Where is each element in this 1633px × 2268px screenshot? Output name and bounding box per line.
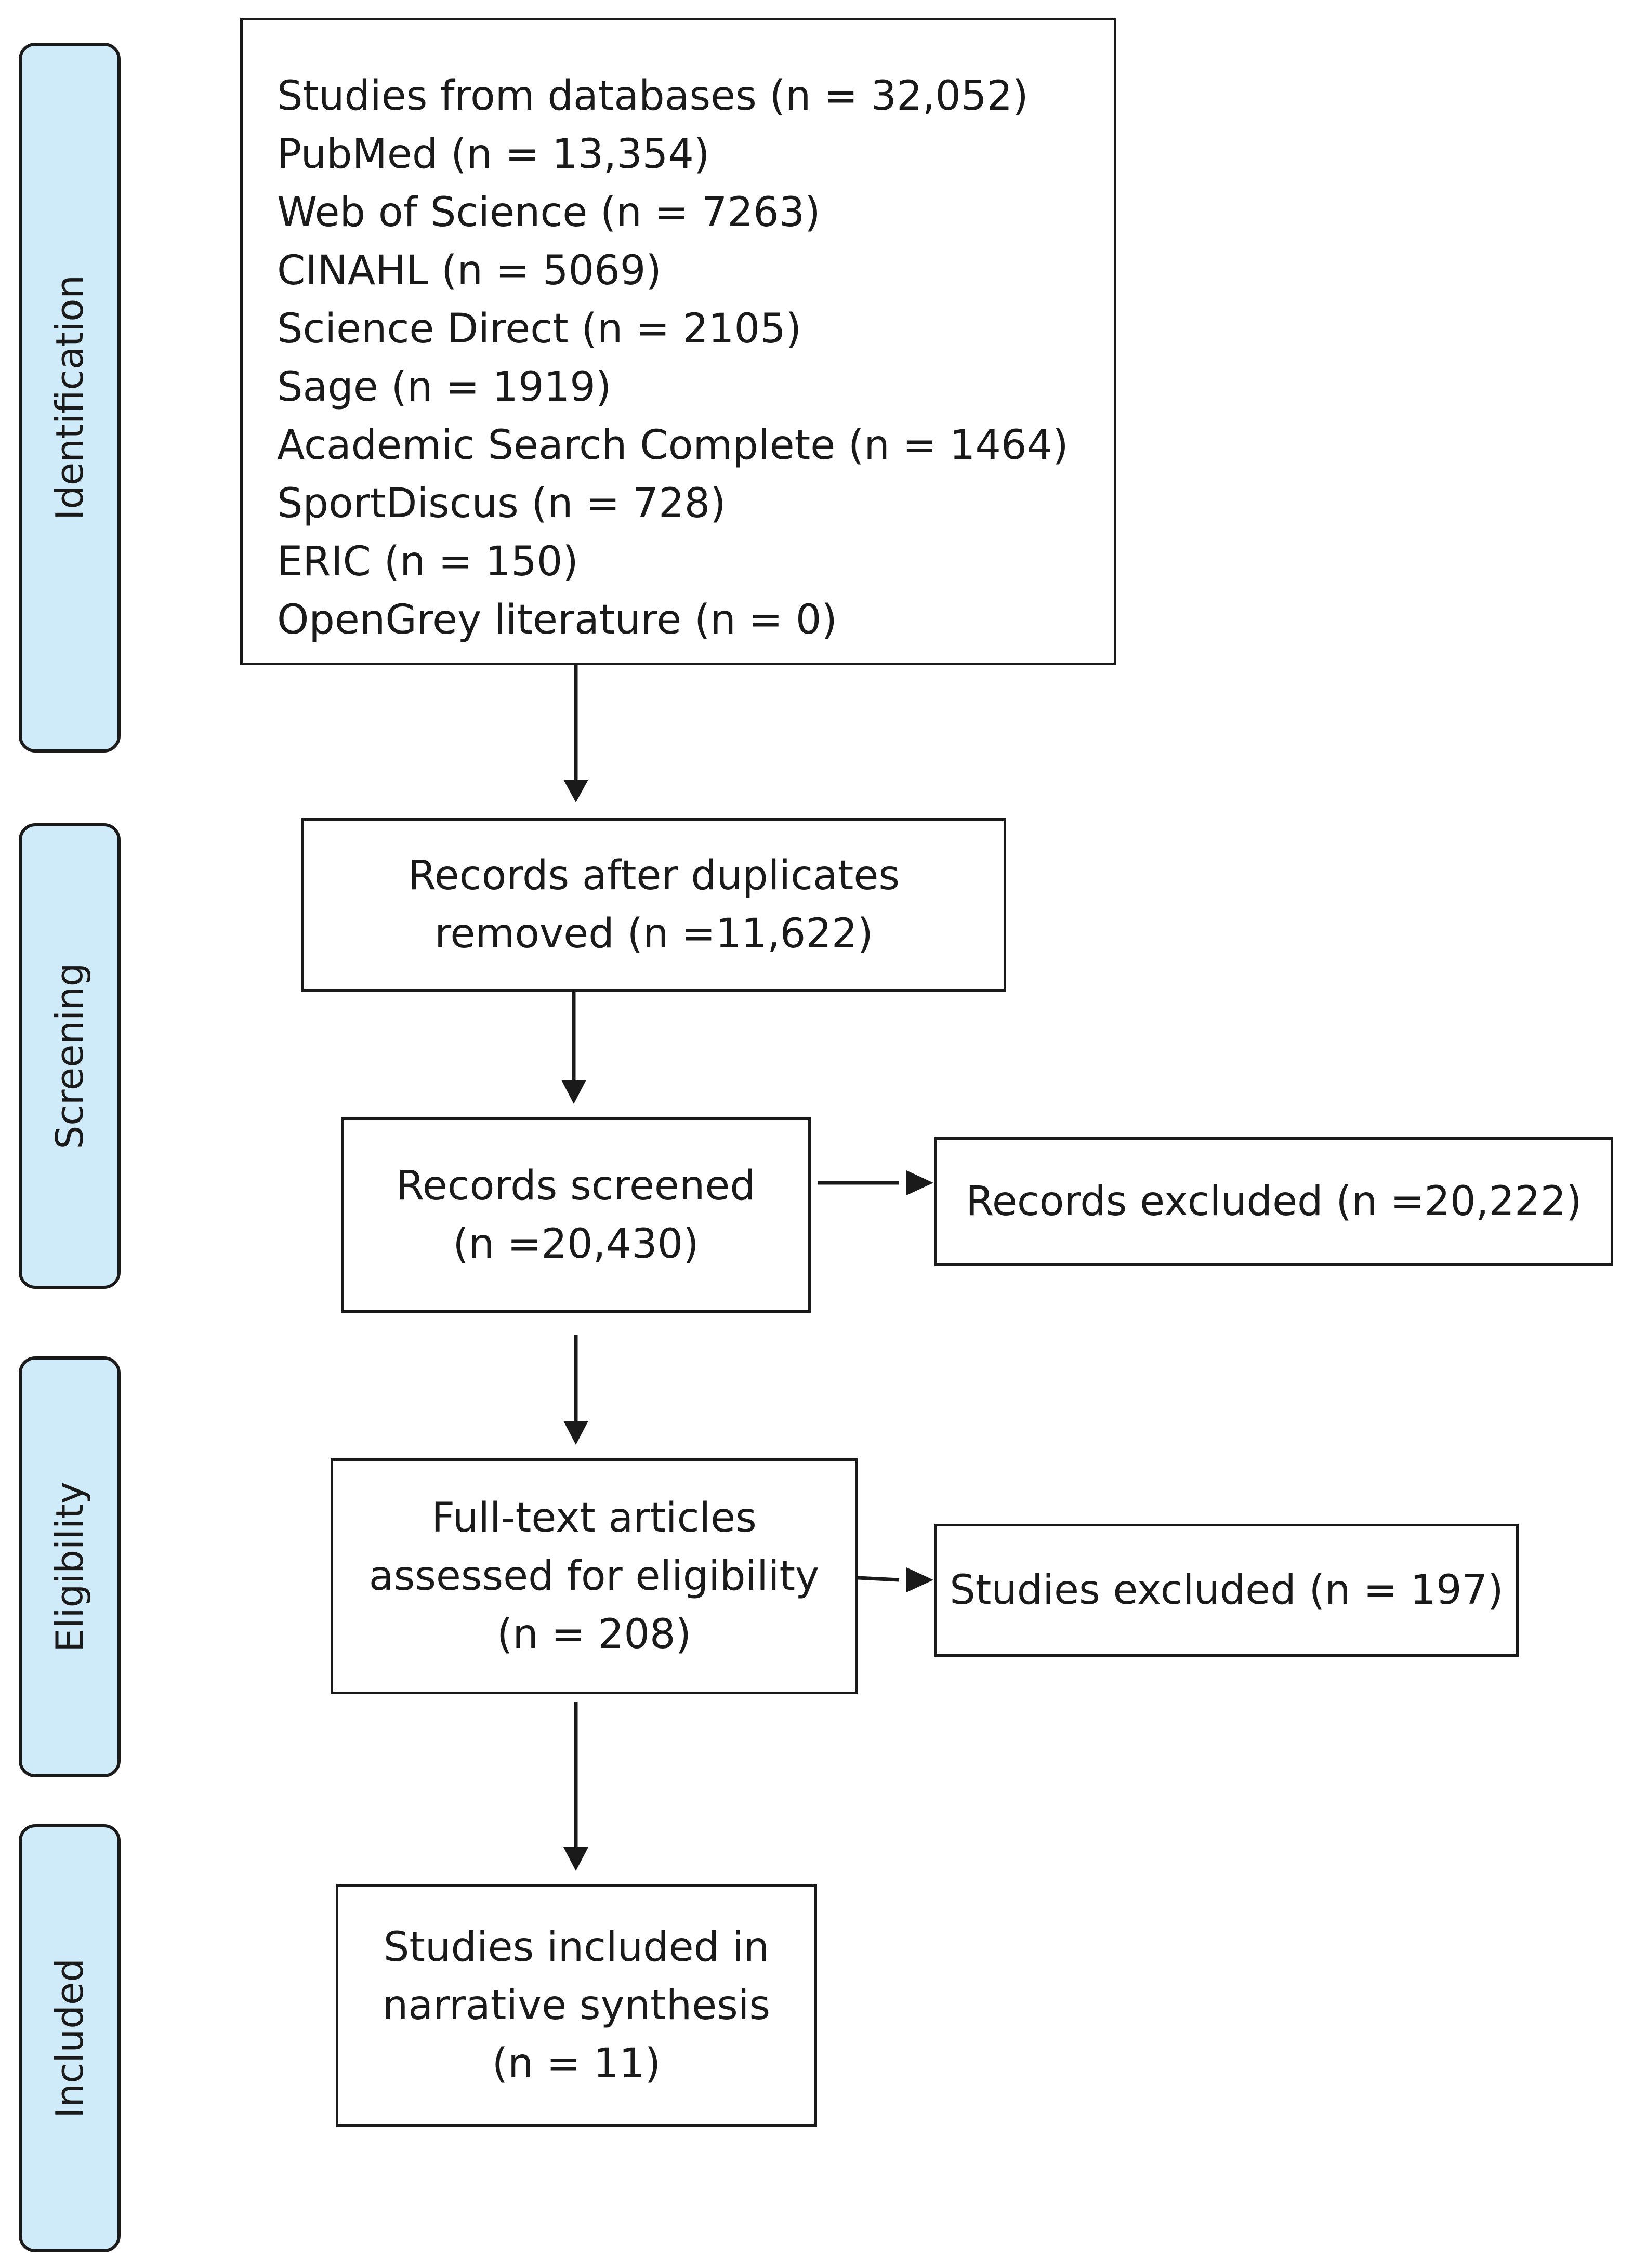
arrowhead-fulltext-to-included <box>563 1847 588 1871</box>
database-sportdiscus: SportDiscus (n = 728) <box>277 480 726 527</box>
phase-screening: Screening <box>19 823 121 1289</box>
arrowhead-databases-to-duplicates <box>563 780 588 802</box>
database-opengrey: OpenGrey literature (n = 0) <box>277 597 837 643</box>
phase-included: Included <box>19 1824 121 2252</box>
records-screened-line-1: Records screened <box>396 1163 756 1209</box>
fulltext-assessed-line-2: assessed for eligibility <box>368 1553 820 1600</box>
phase-eligibility: Eligibility <box>19 1356 121 1777</box>
database-science-direct: Science Direct (n = 2105) <box>277 306 802 352</box>
records-screened-line-2: (n =20,430) <box>453 1221 699 1268</box>
databases-box: Studies from databases (n = 32,052) PubM… <box>240 18 1116 665</box>
studies-included-box: Studies included in narrative synthesis … <box>336 1884 817 2127</box>
duplicates-removed-line-1: Records after duplicates <box>408 852 900 899</box>
phase-identification: Identification <box>19 43 121 753</box>
records-excluded-box: Records excluded (n =20,222) <box>934 1137 1613 1266</box>
arrowhead-screened-to-excluded <box>906 1170 933 1195</box>
studies-included-line-1: Studies included in <box>383 1924 770 1971</box>
records-excluded-line-1: Records excluded (n =20,222) <box>966 1178 1582 1225</box>
fulltext-assessed-line-3: (n = 208) <box>496 1611 692 1658</box>
database-pubmed: PubMed (n = 13,354) <box>277 131 710 178</box>
records-screened-box: Records screened (n =20,430) <box>341 1117 811 1313</box>
duplicates-removed-box: Records after duplicates removed (n =11,… <box>301 818 1006 992</box>
studies-excluded-line-1: Studies excluded (n = 197) <box>950 1567 1504 1614</box>
fulltext-assessed-box: Full-text articles assessed for eligibil… <box>331 1458 858 1694</box>
database-cinahl: CINAHL (n = 5069) <box>277 247 662 294</box>
database-eric: ERIC (n = 150) <box>277 538 578 585</box>
database-sage: Sage (n = 1919) <box>277 364 612 411</box>
databases-total: Studies from databases (n = 32,052) <box>277 73 1029 120</box>
studies-included-line-3: (n = 11) <box>492 2040 661 2087</box>
fulltext-assessed-line-1: Full-text articles <box>431 1495 757 1541</box>
studies-excluded-box: Studies excluded (n = 197) <box>934 1524 1519 1657</box>
arrow-fulltext-to-excluded <box>857 1576 900 1582</box>
studies-included-line-2: narrative synthesis <box>382 1982 771 2029</box>
database-academic-search-complete: Academic Search Complete (n = 1464) <box>277 422 1069 469</box>
arrowhead-fulltext-to-excluded <box>906 1567 933 1592</box>
arrowhead-duplicates-to-screened <box>561 1080 586 1104</box>
database-web-of-science: Web of Science (n = 7263) <box>277 189 821 236</box>
arrowhead-screened-to-fulltext <box>563 1421 588 1445</box>
duplicates-removed-line-2: removed (n =11,622) <box>434 911 873 957</box>
